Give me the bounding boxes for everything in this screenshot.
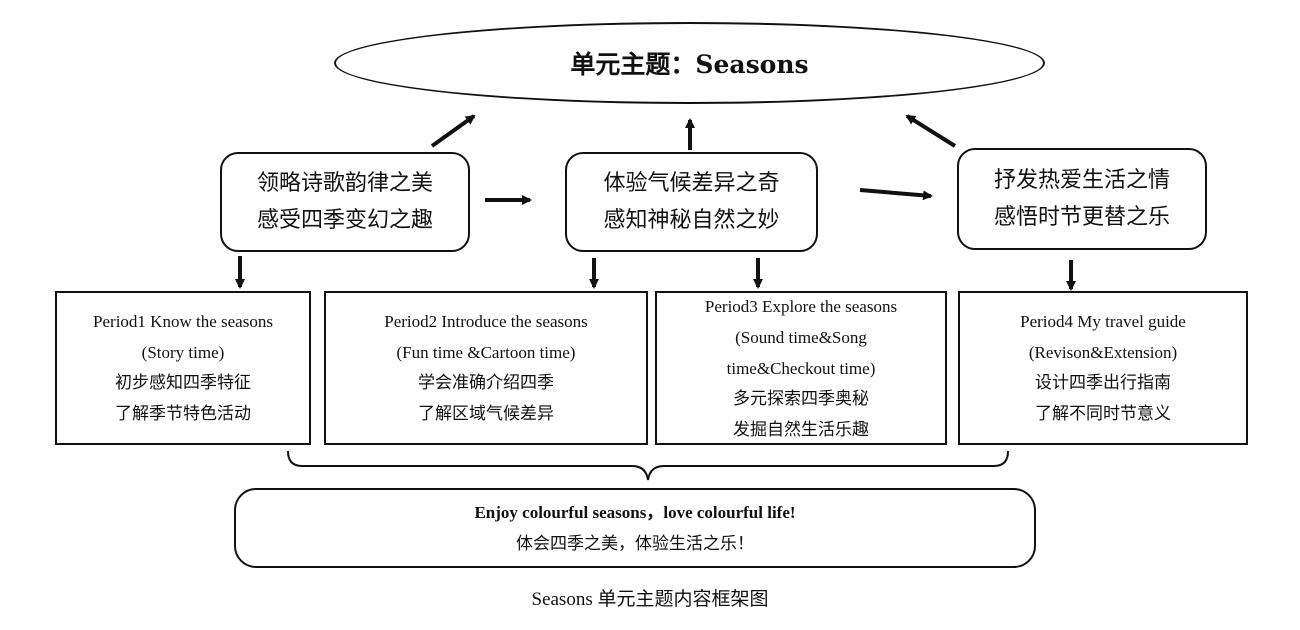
period-heading: Period2 Introduce the seasons bbox=[384, 312, 588, 331]
period-heading: Period1 Know the seasons bbox=[93, 312, 273, 331]
summary-box: Enjoy colourful seasons，love colourful l… bbox=[234, 488, 1036, 568]
period-subtitle: (Fun time &Cartoon time) bbox=[396, 343, 576, 362]
period-subtitle-cont: time&Checkout time) bbox=[726, 358, 876, 378]
period-goal: 学会准确介绍四季 bbox=[418, 373, 554, 393]
summary-chinese: 体会四季之美，体验生活之乐！ bbox=[516, 534, 754, 554]
period-goal: 初步感知四季特征 bbox=[115, 373, 251, 393]
summary-english: Enjoy colourful seasons，love colourful l… bbox=[474, 503, 796, 522]
period-box-2: Period2 Introduce the seasons (Fun time … bbox=[324, 291, 648, 445]
period-goal: 了解不同时节意义 bbox=[1035, 404, 1171, 424]
theme-line: 抒发热爱生活之情 bbox=[993, 168, 1170, 193]
theme-line: 感知神秘自然之妙 bbox=[603, 208, 780, 233]
theme-box-1: 领略诗歌韵律之美 感受四季变幻之趣 bbox=[220, 152, 470, 252]
period-goal: 多元探索四季奥秘 bbox=[733, 388, 869, 409]
theme-line: 领略诗歌韵律之美 bbox=[256, 171, 433, 196]
period-subtitle: (Revison&Extension) bbox=[1028, 343, 1178, 362]
unit-theme-title: 单元主题：Seasons bbox=[570, 50, 809, 79]
theme-box-2: 体验气候差异之奇 感知神秘自然之妙 bbox=[565, 152, 818, 252]
summary-brace bbox=[287, 450, 1009, 481]
period-goal: 了解区域气候差异 bbox=[418, 404, 554, 424]
arrow-theme2-to-theme3 bbox=[859, 188, 933, 201]
period-heading: Period4 My travel guide bbox=[1020, 312, 1186, 331]
figure-caption: Seasons 单元主题内容框架图 bbox=[531, 589, 769, 610]
period-subtitle: (Sound time&Song bbox=[735, 327, 867, 347]
theme-line: 感受四季变幻之趣 bbox=[256, 208, 433, 233]
period-box-4: Period4 My travel guide (Revison&Extensi… bbox=[958, 291, 1248, 445]
period-goal: 了解季节特色活动 bbox=[115, 404, 251, 424]
theme-line: 体验气候差异之奇 bbox=[603, 171, 780, 196]
theme-box-3: 抒发热爱生活之情 感悟时节更替之乐 bbox=[957, 148, 1207, 250]
unit-theme-ellipse: 单元主题：Seasons bbox=[334, 22, 1045, 104]
theme-line: 感悟时节更替之乐 bbox=[993, 205, 1170, 230]
arrow-theme3-to-title bbox=[905, 114, 957, 148]
arrow-theme1-to-title bbox=[430, 114, 476, 148]
period-box-1: Period1 Know the seasons (Story time) 初步… bbox=[55, 291, 311, 445]
period-heading: Period3 Explore the seasons bbox=[704, 296, 898, 316]
period-goal: 设计四季出行指南 bbox=[1035, 373, 1171, 393]
period-subtitle: (Story time) bbox=[141, 343, 225, 362]
period-goal: 发掘自然生活乐趣 bbox=[733, 419, 869, 440]
period-box-3: Period3 Explore the seasons (Sound time&… bbox=[655, 291, 947, 445]
